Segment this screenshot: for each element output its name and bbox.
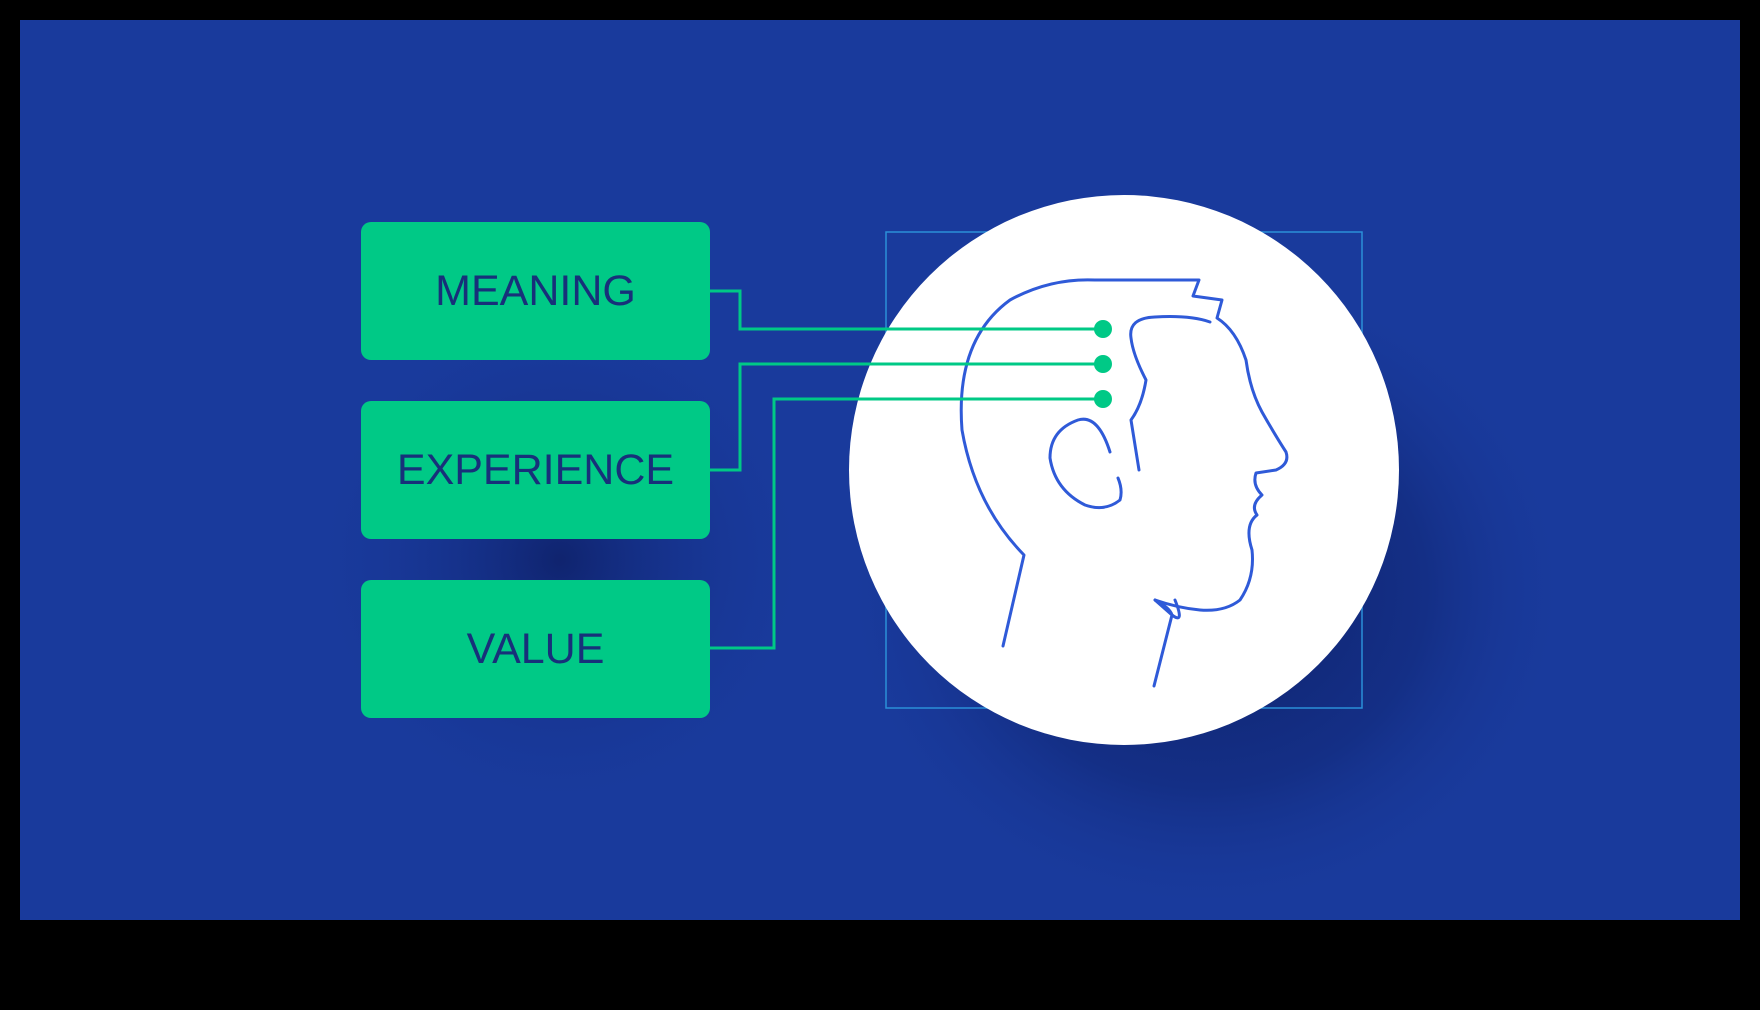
node-dot-meaning [1094,320,1112,338]
node-dot-experience [1094,355,1112,373]
label-experience: EXPERIENCE [396,445,675,494]
connector-experience [710,362,1103,472]
connector-meaning [710,289,1103,331]
label-value: VALUE [466,624,605,673]
connector-value [710,397,1103,650]
boxes-shadow [300,300,820,820]
connectors [710,289,1103,650]
label-meaning: MEANING [435,266,636,315]
head-circle [849,195,1399,745]
box-value: VALUE [361,580,710,718]
head-profile-icon [959,278,1289,688]
node-dot-value [1094,390,1112,408]
box-experience: EXPERIENCE [361,401,710,539]
box-meaning: MEANING [361,222,710,360]
